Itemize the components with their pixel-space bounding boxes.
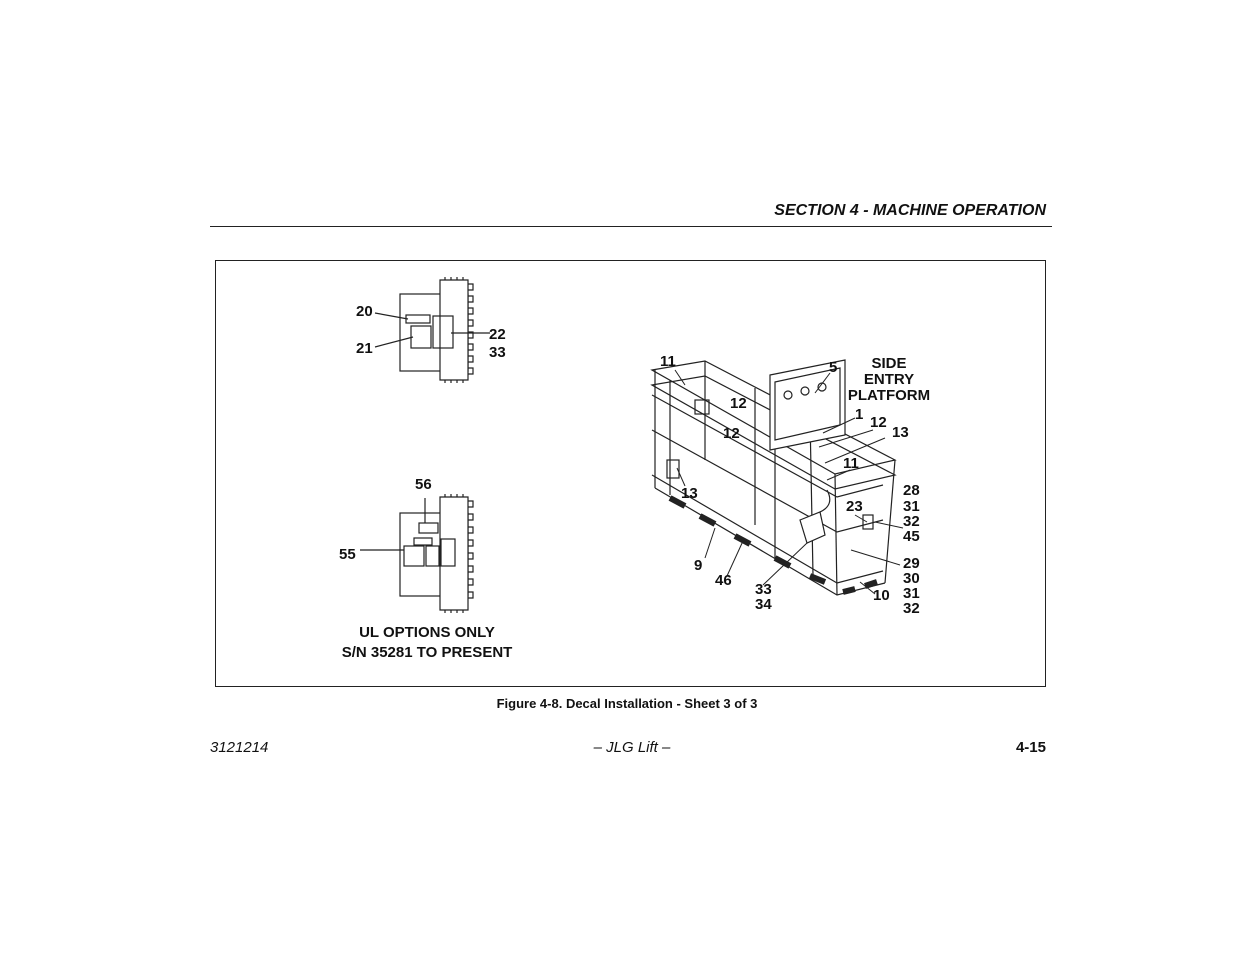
- callout-23: 23: [846, 498, 863, 515]
- platform-label-line1: SIDE: [871, 355, 906, 372]
- callout-1: 1: [855, 406, 863, 423]
- footer-center-text: – JLG Lift –: [593, 739, 671, 756]
- callout-32-upper: 32: [903, 513, 920, 530]
- callout-12-upper: 12: [730, 395, 747, 412]
- callout-11-right: 11: [843, 455, 859, 472]
- callout-21: 21: [356, 340, 373, 357]
- callout-33-platform: 33: [755, 581, 772, 598]
- ul-note-line2: S/N 35281 TO PRESENT: [342, 644, 513, 661]
- callout-10: 10: [873, 587, 890, 604]
- ul-note-line1: UL OPTIONS ONLY: [359, 624, 495, 641]
- doc-number: 3121214: [210, 739, 269, 756]
- platform-label-line3: PLATFORM: [848, 387, 930, 404]
- callout-29: 29: [903, 555, 920, 572]
- callout-33-top: 33: [489, 344, 506, 361]
- callout-55: 55: [339, 546, 356, 563]
- callout-12-right: 12: [870, 414, 887, 431]
- platform-drawing: [650, 359, 897, 596]
- callout-20: 20: [356, 303, 373, 320]
- callout-9: 9: [694, 557, 702, 574]
- callout-31-upper: 31: [903, 498, 920, 515]
- section-title: SECTION 4 - MACHINE OPERATION: [774, 202, 1046, 219]
- callout-5: 5: [829, 359, 837, 376]
- callout-28: 28: [903, 482, 920, 499]
- decal-installation-figure: 20 21 22 33 56 55 UL OPTIONS ONLY S/N 35…: [339, 277, 930, 661]
- callout-13-left: 13: [681, 485, 698, 502]
- header-rule: [210, 226, 1052, 227]
- callout-11-left: 11: [660, 353, 676, 370]
- figure-frame: [215, 260, 1046, 687]
- page-number: 4-15: [1015, 739, 1046, 756]
- figure-caption: Figure 4-8. Decal Installation - Sheet 3…: [496, 696, 758, 711]
- control-box-top-view: [374, 277, 490, 383]
- platform-label-line2: ENTRY: [864, 371, 914, 388]
- callout-56: 56: [415, 476, 432, 493]
- callout-13-right: 13: [892, 424, 909, 441]
- callout-34: 34: [755, 596, 772, 613]
- callout-31-lower: 31: [903, 585, 920, 602]
- platform-leader-lines: [674, 369, 904, 595]
- callout-45: 45: [903, 528, 920, 545]
- callout-46: 46: [715, 572, 732, 589]
- callout-32-lower: 32: [903, 600, 920, 617]
- control-box-bottom-view: [360, 494, 474, 613]
- callout-30: 30: [903, 570, 920, 587]
- callout-22: 22: [489, 326, 506, 343]
- callout-12-lower: 12: [723, 425, 740, 442]
